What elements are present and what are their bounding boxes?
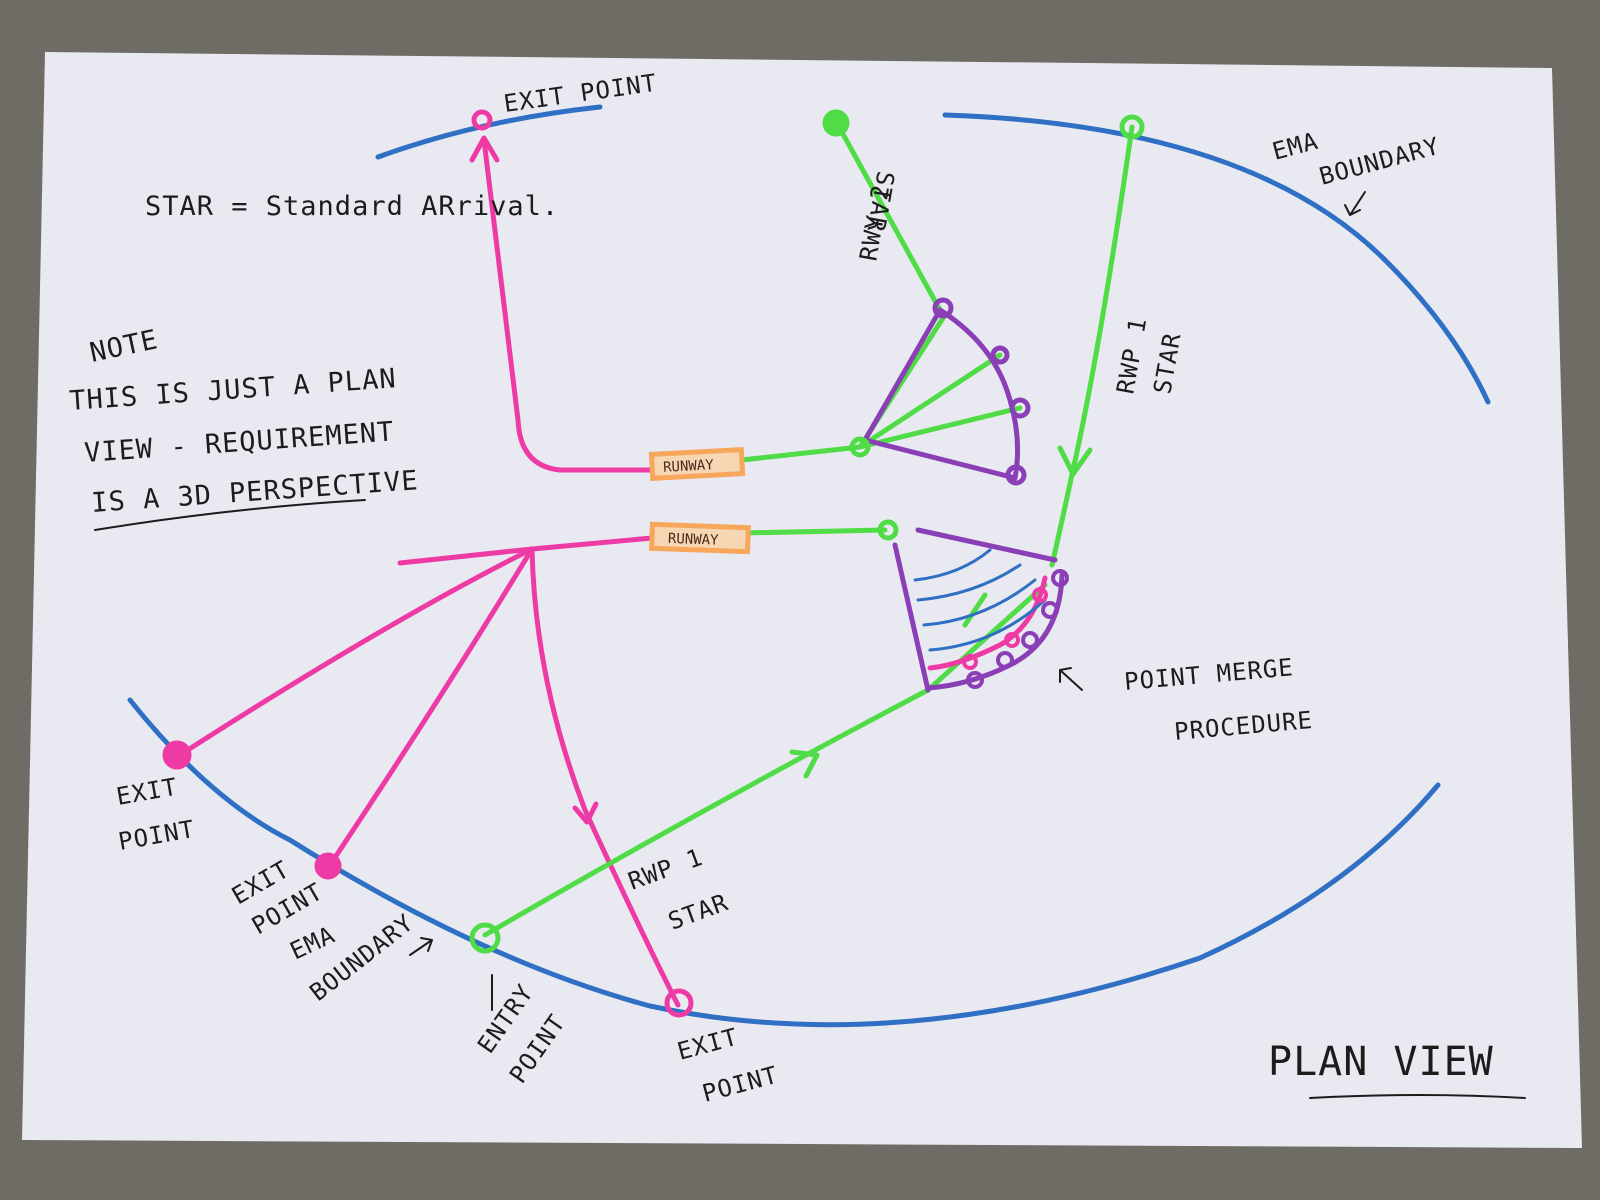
ema-top-pointer — [1344, 191, 1366, 216]
runway-rect — [648, 447, 746, 481]
rwy1-star-entry-point-right — [1119, 114, 1145, 140]
lower-arc-point — [966, 671, 984, 689]
upper-fan-edge-bottom — [862, 437, 1018, 481]
sequencing-legs — [913, 548, 1047, 652]
lower-arc-point — [1021, 631, 1039, 649]
lower-point-merge-fan — [892, 527, 1069, 693]
upper-arc-point — [1005, 464, 1027, 486]
runway-lower: RUNWAY — [649, 521, 751, 555]
runway-rect — [649, 521, 751, 555]
diagram-title: PLAN VIEW — [1268, 1039, 1494, 1085]
pointer-arrows — [94, 191, 1526, 1099]
arrival-rwy1-star-bottom — [482, 687, 931, 938]
lower-arc-point — [996, 651, 1014, 669]
final-approach-upper — [739, 444, 863, 463]
lower-arc-point — [962, 654, 978, 670]
ema-bottom-pointer — [409, 937, 433, 956]
final-approach-lower — [739, 527, 888, 536]
departure-route-southwest — [327, 546, 535, 868]
arrival-routes — [482, 122, 1135, 938]
departure-arrow-north — [469, 135, 500, 163]
tick-mark — [962, 592, 988, 628]
point-merge-pointer — [1059, 667, 1083, 691]
arrival-rwy2-star — [835, 122, 943, 313]
upper-arc-point — [932, 297, 954, 319]
departure-routes — [177, 135, 681, 1008]
lower-arc-point — [1051, 569, 1069, 587]
arrival-arrow-bottom — [789, 749, 820, 779]
arrival-rwy1-star-right — [1049, 124, 1135, 568]
lower-arc-point — [1004, 632, 1020, 648]
entry-point-bottom — [469, 922, 501, 954]
ema-boundary-top-right — [942, 112, 1491, 405]
lower-arc-points-pink — [962, 587, 1048, 670]
exit-point-left — [162, 740, 192, 770]
note-underline — [94, 499, 366, 531]
title-underline — [1309, 1094, 1526, 1099]
waypoints — [162, 109, 1145, 1018]
runway-label: RUNWAY — [663, 457, 715, 476]
exit-point-bottom — [664, 988, 694, 1018]
upper-merge-point — [849, 436, 871, 458]
rwy2-star-entry-point — [822, 109, 850, 137]
departure-arrow-south — [572, 801, 599, 825]
exit-point-mid — [314, 852, 342, 880]
lower-merge-point — [877, 519, 899, 541]
star-legend: STAR = Standard ARrival. — [145, 191, 559, 222]
upper-point-merge-fan — [862, 297, 1031, 486]
departure-route-south — [529, 546, 681, 1008]
upper-fan-edge-left — [862, 307, 943, 443]
runway-label: RUNWAY — [668, 531, 720, 549]
lower-arc-point — [1041, 601, 1059, 619]
upper-fan-arc — [937, 307, 1021, 481]
departure-route-west — [177, 546, 535, 758]
arrival-arrow-right — [1057, 445, 1093, 477]
upper-arc-point — [1009, 397, 1031, 419]
ema-boundary-bottom — [127, 697, 1441, 1028]
lower-arc-points — [966, 569, 1069, 689]
exit-point-top — [471, 109, 493, 131]
departure-route-north — [481, 137, 655, 473]
lower-fan-outline — [892, 527, 1058, 693]
runway-upper: RUNWAY — [648, 447, 746, 481]
lower-arc-point — [1032, 587, 1048, 603]
paper-sheet — [22, 52, 1582, 1148]
upper-arc-point — [990, 345, 1010, 365]
